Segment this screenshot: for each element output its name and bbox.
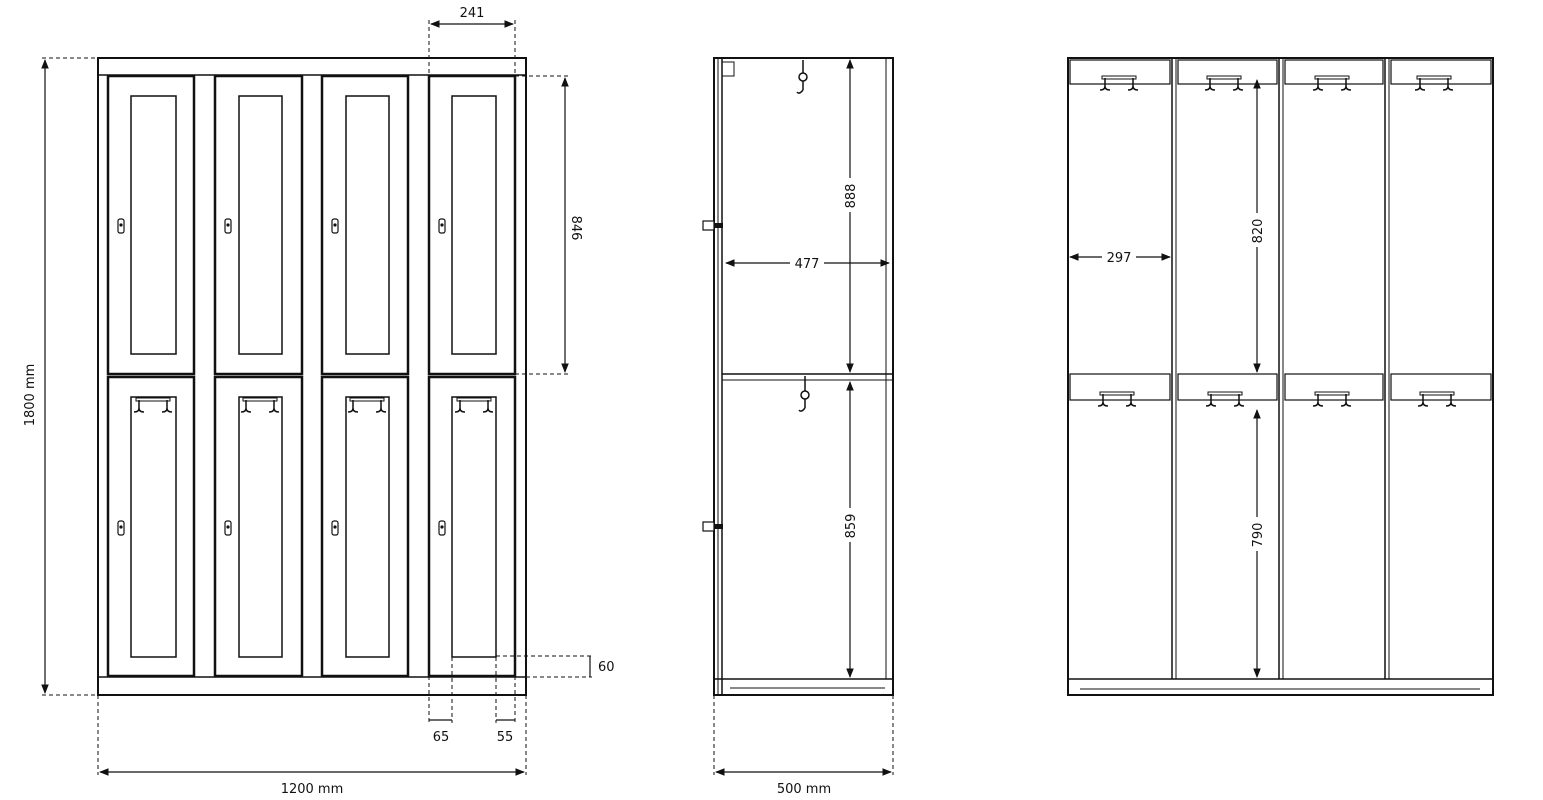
- front-top-rail: [97, 57, 527, 76]
- coat-hook-icon: [454, 397, 494, 413]
- overall-width-label: 1200 mm: [281, 782, 344, 797]
- door-window: [238, 95, 283, 355]
- door-upper: [106, 74, 196, 376]
- door-window: [451, 396, 497, 658]
- door-window: [451, 95, 497, 355]
- side-cabinet-outline: [713, 57, 894, 696]
- front-plinth: [97, 676, 527, 696]
- inner-depth-label: 477: [795, 257, 820, 272]
- coat-hook-icon: [1099, 75, 1139, 91]
- door-width-label: 241: [460, 6, 485, 21]
- depth-label: 500 mm: [777, 782, 831, 797]
- lock-icon: [224, 520, 232, 536]
- upper-compartment-height-label: 888: [844, 184, 859, 209]
- coat-hook-icon: [1205, 391, 1245, 407]
- overall-height-label: 1800 mm: [23, 364, 38, 427]
- lock-icon: [331, 218, 339, 234]
- door-lower: [320, 375, 410, 678]
- left-margin-label: 65: [433, 730, 450, 745]
- interior-view: 297 820 790: [1067, 57, 1494, 696]
- lock-icon: [224, 218, 232, 234]
- coat-hook-icon: [240, 397, 280, 413]
- coat-hook-icon: [1097, 391, 1137, 407]
- lock-icon: [117, 218, 125, 234]
- lower-interior-height-label: 790: [1251, 523, 1266, 548]
- side-view: 477 888 859 500 mm: [702, 57, 894, 797]
- lock-icon: [702, 220, 723, 231]
- coat-hook-icon: [796, 60, 808, 94]
- door-upper: [427, 74, 517, 376]
- lock-icon: [117, 520, 125, 536]
- upper-door-height-label: 846: [568, 216, 583, 241]
- lock-icon: [702, 521, 723, 532]
- door-window: [130, 95, 177, 355]
- door-window: [130, 396, 177, 658]
- door-window: [345, 396, 390, 658]
- front-view: 1800 mm 1200 mm 241 846 60 65 55: [23, 6, 615, 797]
- lock-icon: [438, 520, 446, 536]
- coat-hook-icon: [133, 397, 173, 413]
- coat-hook-icon: [1417, 391, 1457, 407]
- door-lower: [106, 375, 196, 678]
- coat-hook-icon: [347, 397, 387, 413]
- upper-interior-height-label: 820: [1251, 219, 1266, 244]
- door-upper: [213, 74, 304, 376]
- door-lower: [427, 375, 517, 678]
- compartment-width-label: 297: [1107, 251, 1132, 266]
- coat-hook-icon: [1312, 391, 1352, 407]
- right-margin-label: 55: [497, 730, 514, 745]
- door-window: [238, 396, 283, 658]
- lower-compartment-height-label: 859: [844, 514, 859, 539]
- door-upper: [320, 74, 410, 376]
- coat-hook-icon: [798, 376, 810, 412]
- door-lower: [213, 375, 304, 678]
- plinth-height-label: 60: [598, 660, 615, 675]
- coat-hook-icon: [1312, 75, 1352, 91]
- door-window: [345, 95, 390, 355]
- interior-cabinet-outline: [1067, 57, 1494, 696]
- coat-hook-icon: [1414, 75, 1454, 91]
- coat-hook-icon: [1204, 75, 1244, 91]
- lock-icon: [331, 520, 339, 536]
- lock-icon: [438, 218, 446, 234]
